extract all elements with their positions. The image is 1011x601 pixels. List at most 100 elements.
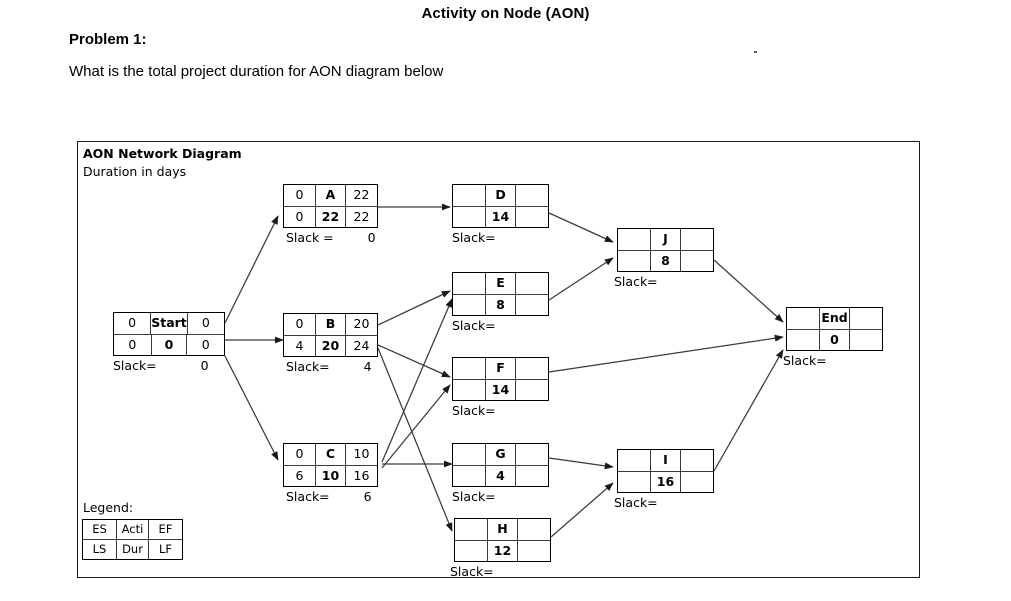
node-b-ef: 20 [353, 316, 370, 331]
node-g-ef [516, 444, 548, 465]
node-h-row-top: H [455, 519, 550, 541]
legend-table: ES Acti EF LS Dur LF [82, 519, 183, 560]
node-f-name: F [484, 358, 517, 379]
node-g-slack: Slack= [452, 489, 530, 504]
node-d-slack: Slack= [452, 230, 530, 245]
page-title: Activity on Node (AON) [421, 5, 590, 22]
node-i-es [618, 450, 650, 471]
node-i-ef [681, 450, 713, 471]
node-a-slack-value: 0 [367, 230, 376, 245]
node-c-slack-value: 6 [363, 489, 372, 504]
node-start-slack: Slack=0 [113, 358, 209, 373]
node-a-name: A [315, 185, 346, 206]
problem-question: What is the total project duration for A… [69, 63, 444, 80]
node-end-ef [850, 308, 882, 329]
node-end-lf [850, 330, 882, 351]
node-g-slack-label: Slack= [452, 489, 496, 504]
node-h-lf [518, 541, 550, 562]
node-f-row-bottom: 14 [453, 379, 548, 401]
node-j[interactable]: J 8 [617, 228, 714, 272]
node-a-slack-label: Slack = [286, 230, 334, 245]
node-f-row-top: F [453, 358, 548, 380]
node-j-name: J [649, 229, 682, 250]
node-d-name: D [484, 185, 517, 206]
node-e-row-bottom: 8 [453, 294, 548, 315]
diagram-title: AON Network Diagram [83, 146, 242, 161]
node-h-ls [455, 541, 487, 562]
node-d-row-bottom: 14 [453, 206, 548, 228]
legend-label: Legend: [83, 500, 134, 515]
node-end-ls [787, 330, 819, 351]
node-h-ef [518, 519, 550, 540]
node-j-row-top: J [618, 229, 713, 251]
node-a-lf: 22 [353, 208, 370, 224]
node-end[interactable]: End 0 [786, 307, 883, 351]
node-f-ls [453, 380, 485, 401]
node-c-name: C [315, 444, 346, 465]
node-c-dur: 10 [315, 465, 346, 486]
node-i-name: I [649, 450, 682, 471]
node-i-row-bottom: 16 [618, 471, 713, 493]
node-end-slack-label: Slack= [783, 353, 827, 368]
node-c-row-top: 0 C 10 [284, 444, 377, 466]
node-f-lf [516, 380, 548, 401]
node-d-ls [453, 207, 485, 228]
node-e-dur: 8 [484, 294, 517, 315]
node-i-ls [618, 472, 650, 493]
node-b-slack-label: Slack= [286, 359, 330, 374]
node-b-slack: Slack=4 [286, 359, 372, 374]
node-end-slack: Slack= [783, 353, 861, 368]
node-b-row-top: 0 B 20 [284, 314, 377, 336]
node-a-row-bottom: 0 22 22 [284, 206, 377, 227]
node-e-slack: Slack= [452, 318, 530, 333]
node-start[interactable]: 0 Start 0 0 0 0 [113, 312, 225, 356]
node-end-row-bottom: 0 [787, 329, 882, 351]
node-d-row-top: D [453, 185, 548, 207]
node-a-ef: 22 [353, 187, 370, 202]
legend-cell-ls: LS [92, 541, 107, 556]
node-d-dur: 14 [484, 206, 517, 227]
node-end-dur: 0 [818, 329, 851, 350]
node-a[interactable]: 0 A 22 0 22 22 [283, 184, 378, 228]
node-i-dur: 16 [649, 471, 682, 492]
node-end-es [787, 308, 819, 329]
node-h-es [455, 519, 487, 540]
node-j-lf [681, 251, 713, 272]
node-g[interactable]: G 4 [452, 443, 549, 487]
node-h-slack: Slack= [450, 564, 528, 579]
node-e-slack-label: Slack= [452, 318, 496, 333]
node-h-name: H [486, 519, 519, 540]
legend-row-bottom: LS Dur LF [83, 540, 182, 559]
node-start-ls: 0 [128, 336, 137, 352]
node-b-ls: 4 [295, 337, 304, 353]
node-j-ls [618, 251, 650, 272]
node-c-es: 0 [295, 446, 304, 461]
node-j-dur: 8 [649, 250, 682, 271]
diagram-subtitle: Duration in days [83, 164, 187, 179]
node-c[interactable]: 0 C 10 6 10 16 [283, 443, 378, 487]
node-e[interactable]: E 8 [452, 272, 549, 316]
node-i[interactable]: I 16 [617, 449, 714, 493]
node-h[interactable]: H 12 [454, 518, 551, 562]
node-b-lf: 24 [353, 337, 370, 353]
node-d-es [453, 185, 485, 206]
node-j-row-bottom: 8 [618, 250, 713, 272]
node-j-slack-label: Slack= [614, 274, 658, 289]
legend-row-top: ES Acti EF [83, 520, 182, 540]
node-g-lf [516, 466, 548, 487]
node-d-lf [516, 207, 548, 228]
node-c-ls: 6 [295, 467, 304, 483]
node-f[interactable]: F 14 [452, 357, 549, 401]
node-f-slack-label: Slack= [452, 403, 496, 418]
node-d[interactable]: D 14 [452, 184, 549, 228]
node-start-slack-label: Slack= [113, 358, 157, 373]
node-start-row-top: 0 Start 0 [114, 313, 224, 335]
node-f-ef [516, 358, 548, 379]
node-a-row-top: 0 A 22 [284, 185, 377, 207]
legend-cell-dur: Dur [116, 540, 149, 559]
node-g-row-bottom: 4 [453, 465, 548, 487]
node-h-slack-label: Slack= [450, 564, 494, 579]
node-start-row-bottom: 0 0 0 [114, 334, 224, 355]
node-b[interactable]: 0 B 20 4 20 24 [283, 313, 378, 357]
node-b-name: B [315, 314, 346, 335]
